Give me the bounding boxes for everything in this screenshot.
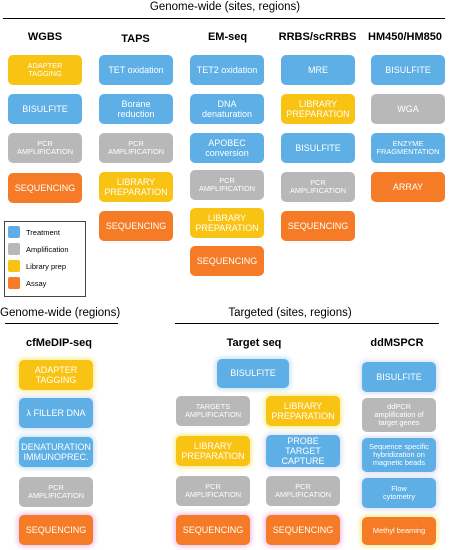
legend-item-assay: Assay [8, 277, 46, 289]
targetseq-step-bisulfite: BISULFITE [217, 359, 289, 388]
legend: Treatment Amplification Library prep Ass… [4, 221, 86, 297]
legend-label-amplification: Amplification [26, 244, 69, 254]
ddmspcr-step-methyl-beaming: Methyl beaming [362, 517, 436, 545]
cfmedip-step-denaturation-immunoprec: DENATURATION IMMUNOPREC. [19, 437, 93, 467]
wgbs-step-bisulfite: BISULFITE [8, 94, 82, 124]
taps-step-sequencing: SEQUENCING [99, 211, 173, 241]
rrbs-step-sequencing: SEQUENCING [281, 211, 355, 241]
targetseq-step-library-preparation-right: LIBRARY PREPARATION [266, 396, 340, 426]
hm-step-bisulfite: BISULFITE [371, 55, 445, 85]
emseq-step-apobec-conversion: APOBEC conversion [190, 133, 264, 163]
section-title-targeted: Targeted (sites, regions) [228, 307, 352, 319]
wgbs-step-sequencing: SEQUENCING [8, 173, 82, 203]
rrbs-step-bisulfite: BISULFITE [281, 133, 355, 163]
legend-label-assay: Assay [26, 278, 47, 288]
divider-top [3, 18, 445, 20]
column-header-emseq: EM-seq [207, 31, 248, 43]
column-header-cfmedip: cfMeDIP-seq [25, 337, 93, 349]
targetseq-step-probe-target-capture: PROBE TARGET CAPTURE [266, 435, 340, 467]
emseq-step-library-preparation: LIBRARY PREPARATION [190, 208, 264, 238]
taps-step-library-preparation: LIBRARY PREPARATION [99, 172, 173, 202]
section-title-genome-wide-sites: Genome-wide (sites, regions) [149, 1, 301, 13]
divider-bottom-right [175, 323, 439, 325]
column-header-taps: TAPS [121, 33, 150, 45]
legend-swatch-assay [8, 277, 20, 289]
cfmedip-step-adapter-tagging: ADAPTER TAGGING [19, 360, 93, 390]
emseq-step-pcr-amplification: PCR AMPLIFICATION [190, 170, 264, 200]
hm-step-enzyme-fragmentation: ENZYME FRAGMENTATION [371, 133, 445, 163]
targetseq-step-library-preparation-left: LIBRARY PREPARATION [176, 436, 250, 466]
cfmedip-step-sequencing: SEQUENCING [19, 515, 93, 545]
legend-swatch-treatment [8, 226, 20, 238]
cfmedip-step-pcr-amplification: PCR AMPLIFICATION [19, 477, 93, 507]
legend-swatch-library-prep [8, 260, 20, 272]
ddmspcr-step-ddpcr-amplification: ddPCR amplification of target genes [362, 398, 436, 432]
emseq-step-sequencing: SEQUENCING [190, 246, 264, 276]
divider-bottom-left [5, 323, 118, 325]
section-title-genome-wide-regions: Genome-wide (regions) [0, 307, 121, 319]
column-header-targetseq: Target seq [226, 337, 282, 349]
taps-step-borane-reduction: Borane reduction [99, 94, 173, 124]
targetseq-step-pcr-amplification-right: PCR AMPLIFICATION [266, 476, 340, 506]
column-header-ddmspcr: ddMSPCR [370, 337, 424, 349]
legend-item-library-prep: Library prep [8, 260, 66, 272]
hm-step-wga: WGA [371, 94, 445, 124]
ddmspcr-step-flow-cytometry: Flow cytometry [362, 478, 436, 508]
ddmspcr-step-sequence-specific-hybridization: Sequence specific hybridization on magne… [362, 438, 436, 472]
targetseq-step-sequencing-left: SEQUENCING [176, 515, 250, 545]
legend-item-amplification: Amplification [8, 243, 69, 255]
taps-step-tet-oxidation: TET oxidation [99, 55, 173, 85]
taps-step-pcr-amplification: PCR AMPLIFICATION [99, 133, 173, 163]
cfmedip-step-lambda-filler-dna: λ FILLER DNA [19, 398, 93, 428]
rrbs-step-pcr-amplification: PCR AMPLIFICATION [281, 172, 355, 202]
targetseq-step-targets-amplification: TARGETS AMPLIFICATION [176, 396, 250, 426]
legend-swatch-amplification [8, 243, 20, 255]
rrbs-step-mre: MRE [281, 55, 355, 85]
hm-step-array: ARRAY [371, 172, 445, 202]
targetseq-step-sequencing-right: SEQUENCING [266, 515, 340, 545]
ddmspcr-step-bisulfite: BISULFITE [362, 362, 436, 392]
legend-label-treatment: Treatment [26, 227, 60, 237]
targetseq-step-pcr-amplification-left: PCR AMPLIFICATION [176, 476, 250, 506]
column-header-wgbs: WGBS [27, 31, 63, 43]
wgbs-step-adapter-tagging: ADAPTER TAGGING [8, 55, 82, 85]
column-header-hm: HM450/HM850 [368, 31, 442, 43]
legend-label-library-prep: Library prep [26, 261, 67, 271]
wgbs-step-pcr-amplification: PCR AMPLIFICATION [8, 133, 82, 163]
emseq-step-dna-denaturation: DNA denaturation [190, 94, 264, 124]
legend-item-treatment: Treatment [8, 226, 60, 238]
emseq-step-tet2-oxidation: TET2 oxidation [190, 55, 264, 85]
column-header-rrbs: RRBS/scRRBS [278, 31, 357, 43]
rrbs-step-library-preparation: LIBRARY PREPARATION [281, 94, 355, 124]
